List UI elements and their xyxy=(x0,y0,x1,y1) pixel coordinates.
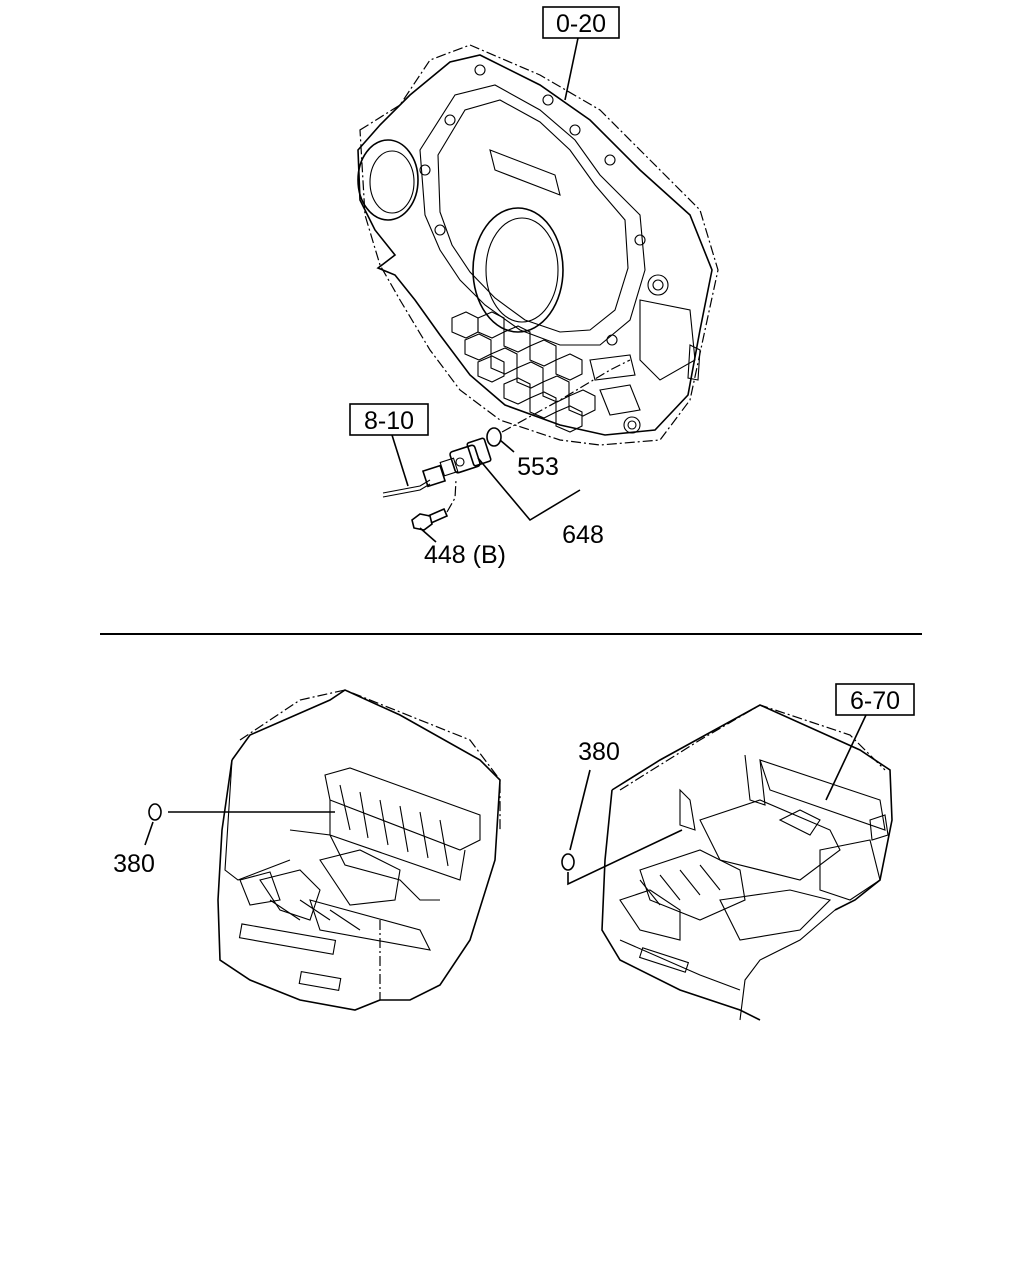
honeycomb-ribs xyxy=(451,311,596,433)
part-label-oring: 553 xyxy=(517,453,559,481)
cab-front-drawing xyxy=(217,689,501,1011)
part-label-bolt: 448 (B) xyxy=(424,541,506,569)
part-label-plug-left: 380 xyxy=(113,850,155,878)
ref-box-cab: 6-70 xyxy=(835,683,915,716)
bolt-shape xyxy=(411,507,449,531)
ref-box-housing: 0-20 xyxy=(542,6,620,39)
part-label-sensor: 648 xyxy=(562,521,604,549)
leader-plug-right-label xyxy=(569,769,591,851)
part-label-plug-right: 380 xyxy=(578,738,620,766)
leader-bolt xyxy=(419,527,437,543)
ref-label-housing: 0-20 xyxy=(556,10,606,38)
plug-shape-left xyxy=(148,803,162,821)
leader-oring xyxy=(499,439,515,453)
sensor-assembly-drawing xyxy=(382,359,631,531)
oring-shape xyxy=(486,427,502,447)
ref-box-harness: 8-10 xyxy=(349,403,429,436)
cab-tilted-drawing xyxy=(601,704,893,1021)
plug-shape-right xyxy=(561,853,575,871)
flywheel-housing-drawing xyxy=(357,44,719,446)
leader-plug-left-label xyxy=(144,821,154,846)
leader-housing xyxy=(564,37,579,101)
ref-label-harness: 8-10 xyxy=(364,407,414,435)
leader-cab xyxy=(825,714,867,801)
ref-label-cab: 6-70 xyxy=(850,687,900,715)
leader-sensor xyxy=(477,457,581,522)
leader-harness xyxy=(391,434,409,487)
leader-plug-right xyxy=(567,829,683,886)
